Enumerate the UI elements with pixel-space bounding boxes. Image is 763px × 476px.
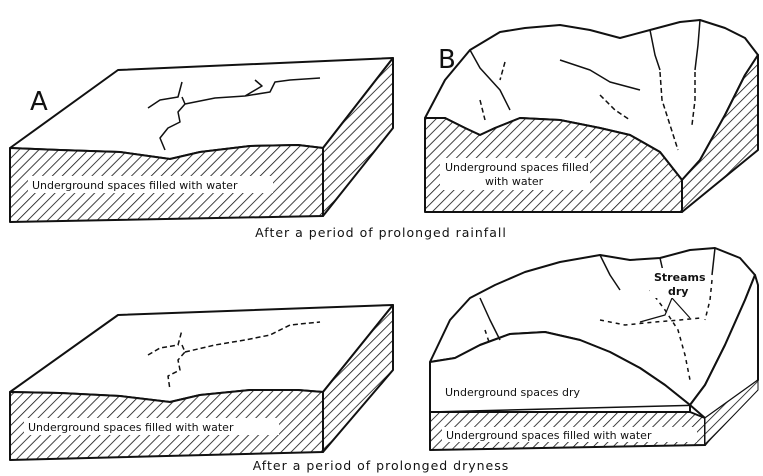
streams-dry-line1: Streams	[654, 271, 706, 284]
b-top-label-line1: Underground spaces filled	[445, 161, 589, 174]
panel-b-label: B	[438, 45, 456, 75]
a-top-label: Underground spaces filled with water	[32, 179, 238, 192]
block-a-rainfall	[10, 58, 393, 222]
a-bottom-label: Underground spaces filled with water	[28, 421, 234, 434]
caption-dryness: After a period of prolonged dryness	[253, 458, 510, 473]
b-top-label-line2: with water	[485, 175, 544, 188]
panel-a-label: A	[30, 87, 48, 117]
block-b-dryness	[430, 248, 758, 450]
streams-dry-line2: dry	[668, 285, 688, 298]
underground-dry-label: Underground spaces dry	[445, 386, 581, 399]
block-a-dryness	[10, 305, 393, 460]
caption-rainfall: After a period of prolonged rainfall	[255, 225, 507, 240]
b-bottom-label: Underground spaces filled with water	[446, 429, 652, 442]
